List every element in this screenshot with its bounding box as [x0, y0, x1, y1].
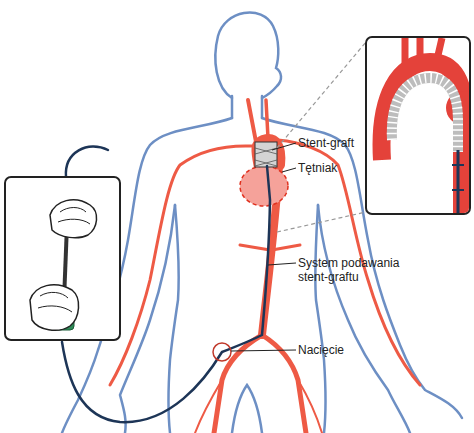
iliac-artery — [214, 335, 262, 433]
stent-graft — [255, 142, 277, 167]
leg-artery — [195, 380, 222, 433]
inset-aorta — [382, 38, 469, 213]
neck-line — [261, 96, 264, 118]
stent-mesh — [255, 148, 277, 166]
torso-left — [169, 205, 179, 433]
neck-line — [231, 96, 234, 118]
hand — [30, 285, 79, 330]
callout-label: System podawania stent-graftu — [298, 256, 410, 284]
inset-frame — [366, 37, 470, 214]
incision-mark — [213, 343, 231, 361]
leader-lines — [231, 143, 296, 351]
inset-stent — [392, 78, 458, 152]
torso-right — [315, 205, 325, 433]
callout-label: Tętniak — [298, 161, 418, 175]
inset-catheter — [457, 150, 460, 213]
renal-artery — [240, 245, 270, 250]
finger — [38, 292, 72, 312]
leg-inner — [232, 385, 262, 433]
finger — [58, 208, 90, 225]
inset-frame — [5, 177, 120, 340]
head-outline — [215, 13, 281, 98]
callout-label: Stent-graft — [298, 136, 418, 150]
aneurysm — [240, 166, 288, 206]
carotid-artery — [266, 100, 268, 138]
leader-line — [268, 263, 296, 265]
subclavian-artery — [110, 146, 252, 385]
renal-artery — [272, 245, 300, 250]
right-arm-inner — [318, 205, 410, 433]
inset-arch — [382, 62, 463, 213]
body-outline — [62, 13, 462, 433]
left-arm-inner — [120, 205, 175, 433]
leg-artery — [298, 380, 322, 433]
inset-stent-mesh — [392, 78, 458, 152]
hand — [50, 200, 97, 238]
callout-label: Nacięcie — [298, 343, 418, 357]
carotid-artery — [248, 100, 256, 142]
leader-line — [272, 143, 296, 150]
delivery-catheter — [66, 146, 108, 177]
leader-line — [231, 350, 296, 351]
inset-catheter-tip — [452, 165, 464, 190]
leader-line — [282, 168, 296, 172]
